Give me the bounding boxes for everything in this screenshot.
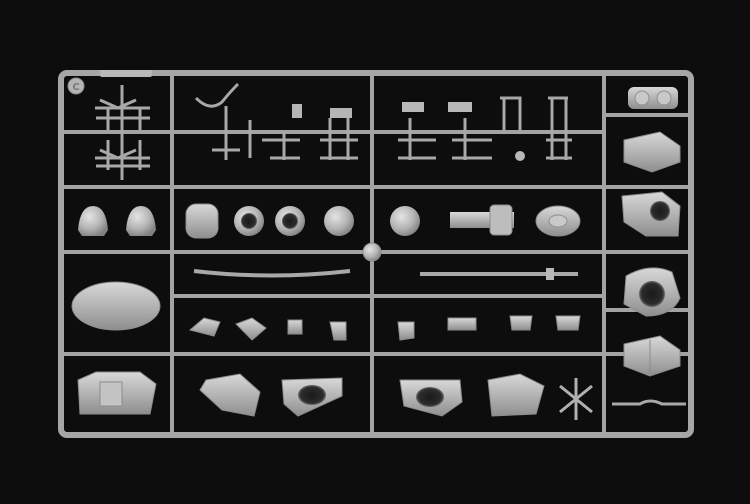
part-seat-shell (77, 371, 157, 415)
part-hull-half-4 (487, 373, 545, 417)
part-panel-cover-top (623, 131, 681, 173)
part-rod-end (546, 268, 554, 280)
part-long-rod-left (193, 269, 351, 278)
frame-label-plate (100, 70, 152, 77)
part-turret-plate (450, 204, 514, 236)
part-fairing-with-hole (621, 191, 681, 237)
part-bell-left (78, 206, 156, 236)
sprue-letter: C (72, 82, 79, 93)
sprue-center-gate (362, 242, 382, 262)
part-twin-cap (628, 87, 678, 109)
part-small-brackets-right (397, 315, 581, 341)
part-hull-half-2 (281, 377, 343, 417)
part-sphere-right (390, 206, 420, 236)
part-panel-cover-bottom (623, 335, 681, 377)
part-oval-disc (535, 205, 581, 237)
part-clamps (398, 102, 492, 160)
part-large-shell (71, 281, 161, 331)
part-rod-pair (248, 104, 302, 160)
part-hull-half-3 (399, 379, 463, 417)
part-sphere-left (324, 206, 354, 236)
part-thin-link (612, 399, 686, 406)
part-uprights (500, 96, 572, 161)
part-yoke (320, 108, 358, 160)
part-hull-half-1 (199, 373, 261, 417)
part-propeller (559, 378, 593, 420)
part-bracket-rack-left (95, 85, 150, 180)
part-arm-linkage (194, 82, 240, 160)
sprue-frame (58, 70, 694, 438)
frame-outer (58, 70, 694, 438)
part-drum-square (185, 203, 219, 239)
part-small-brackets (188, 317, 347, 341)
part-cowling-hole (623, 267, 681, 317)
part-ring-pair (234, 206, 305, 236)
sprue-letter-tab (67, 77, 85, 95)
